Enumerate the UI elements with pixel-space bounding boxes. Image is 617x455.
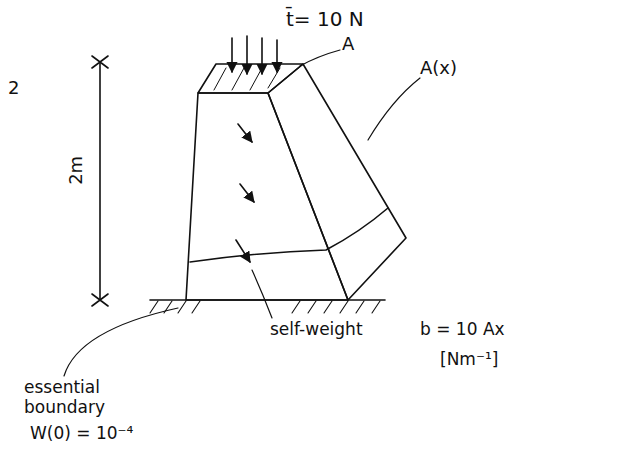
right-face	[268, 64, 406, 300]
dimension-line	[99, 62, 101, 300]
label-text: [Nm⁻¹]	[440, 350, 498, 370]
load-arrows	[232, 36, 277, 74]
dimension-ticks	[92, 56, 108, 306]
leader-A	[300, 50, 340, 66]
leader-Ax	[368, 78, 420, 140]
top-face	[198, 64, 303, 93]
self-weight-arrows	[236, 124, 254, 262]
label-text: 2m	[66, 156, 87, 185]
label-text: A(x)	[420, 58, 457, 79]
label-text: W(0) = 10⁻⁴	[30, 424, 133, 444]
label-text: 2	[8, 78, 19, 99]
ground-hatch	[150, 301, 380, 313]
leader-boundary	[64, 308, 178, 376]
front-face	[186, 93, 348, 300]
label-text: A	[342, 34, 354, 55]
leader-self-weight	[252, 270, 272, 318]
ground-line	[150, 299, 385, 301]
label-text: b = 10 Ax	[420, 320, 505, 340]
label-text: t̄= 10 N	[286, 8, 364, 31]
section-line	[190, 208, 388, 262]
label-text: self-weight	[270, 320, 363, 340]
label-text: essential boundary	[24, 378, 116, 417]
